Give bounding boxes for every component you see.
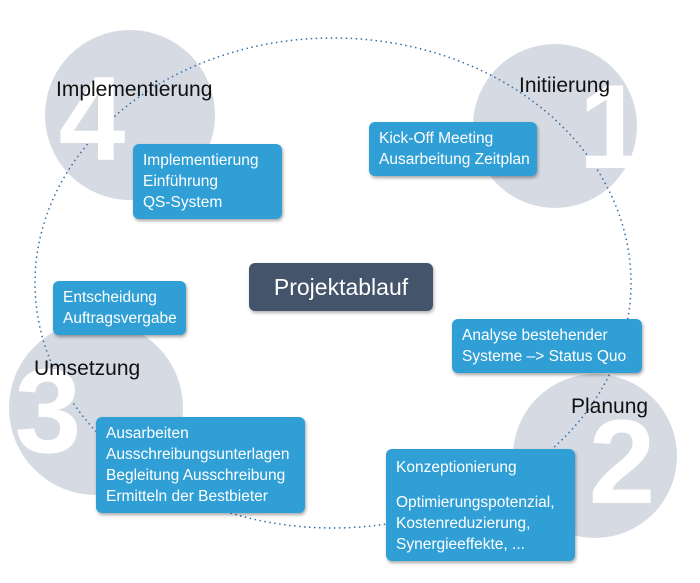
- box-line: Ermitteln der Bestbieter: [106, 488, 268, 505]
- phase-1-box: Kick-Off Meeting Ausarbeitung Zeitplan: [369, 122, 537, 176]
- phase-3-box-tender: Ausarbeiten Ausschreibungsunterlagen Beg…: [96, 417, 305, 513]
- box-line: Auftragsvergabe: [63, 310, 177, 327]
- phase-3-numeral: 3: [15, 344, 82, 478]
- box-line: Entscheidung: [63, 289, 157, 306]
- phase-3-box-decision: Entscheidung Auftragsvergabe: [53, 281, 186, 335]
- phase-4-box: Implementierung Einführung QS-System: [133, 144, 282, 219]
- box-line: Optimierungspotenzial,: [396, 494, 555, 511]
- phase-1-numeral: 1: [579, 60, 646, 194]
- phase-2-box-concept: Konzeptionierung Optimierungspotenzial, …: [386, 449, 575, 561]
- center-label: Projektablauf: [249, 263, 433, 311]
- box-line: Begleitung Ausschreibung: [106, 467, 286, 484]
- phase-4-numeral: 4: [59, 52, 126, 186]
- box-line: Analyse bestehender: [462, 327, 608, 344]
- box-line: Konzeptionierung: [396, 459, 517, 476]
- box-line: QS-System: [143, 194, 223, 211]
- box-line: Kick-Off Meeting: [379, 130, 494, 147]
- box-line: Synergieeffekte, ...: [396, 536, 525, 553]
- box-line: Implementierung: [143, 152, 259, 169]
- box-line: Ausarbeitung Zeitplan: [379, 151, 530, 168]
- box-line: Einführung: [143, 173, 218, 190]
- phase-2-title: Planung: [571, 395, 649, 418]
- phase-3-title: Umsetzung: [34, 357, 141, 380]
- box-line: Ausschreibungsunterlagen: [106, 446, 290, 463]
- phase-2-box-analysis: Analyse bestehender Systeme –> Status Qu…: [452, 319, 642, 373]
- phase-2-numeral: 2: [589, 395, 656, 529]
- phase-1-title: Initiierung: [519, 74, 611, 97]
- box-line: Systeme –> Status Quo: [462, 348, 627, 365]
- box-gap: [396, 478, 565, 492]
- box-line: Kostenreduzierung,: [396, 515, 531, 532]
- box-line: Ausarbeiten: [106, 425, 189, 442]
- cycle-ring: [34, 37, 632, 529]
- phase-4-title: Implementierung: [56, 78, 213, 101]
